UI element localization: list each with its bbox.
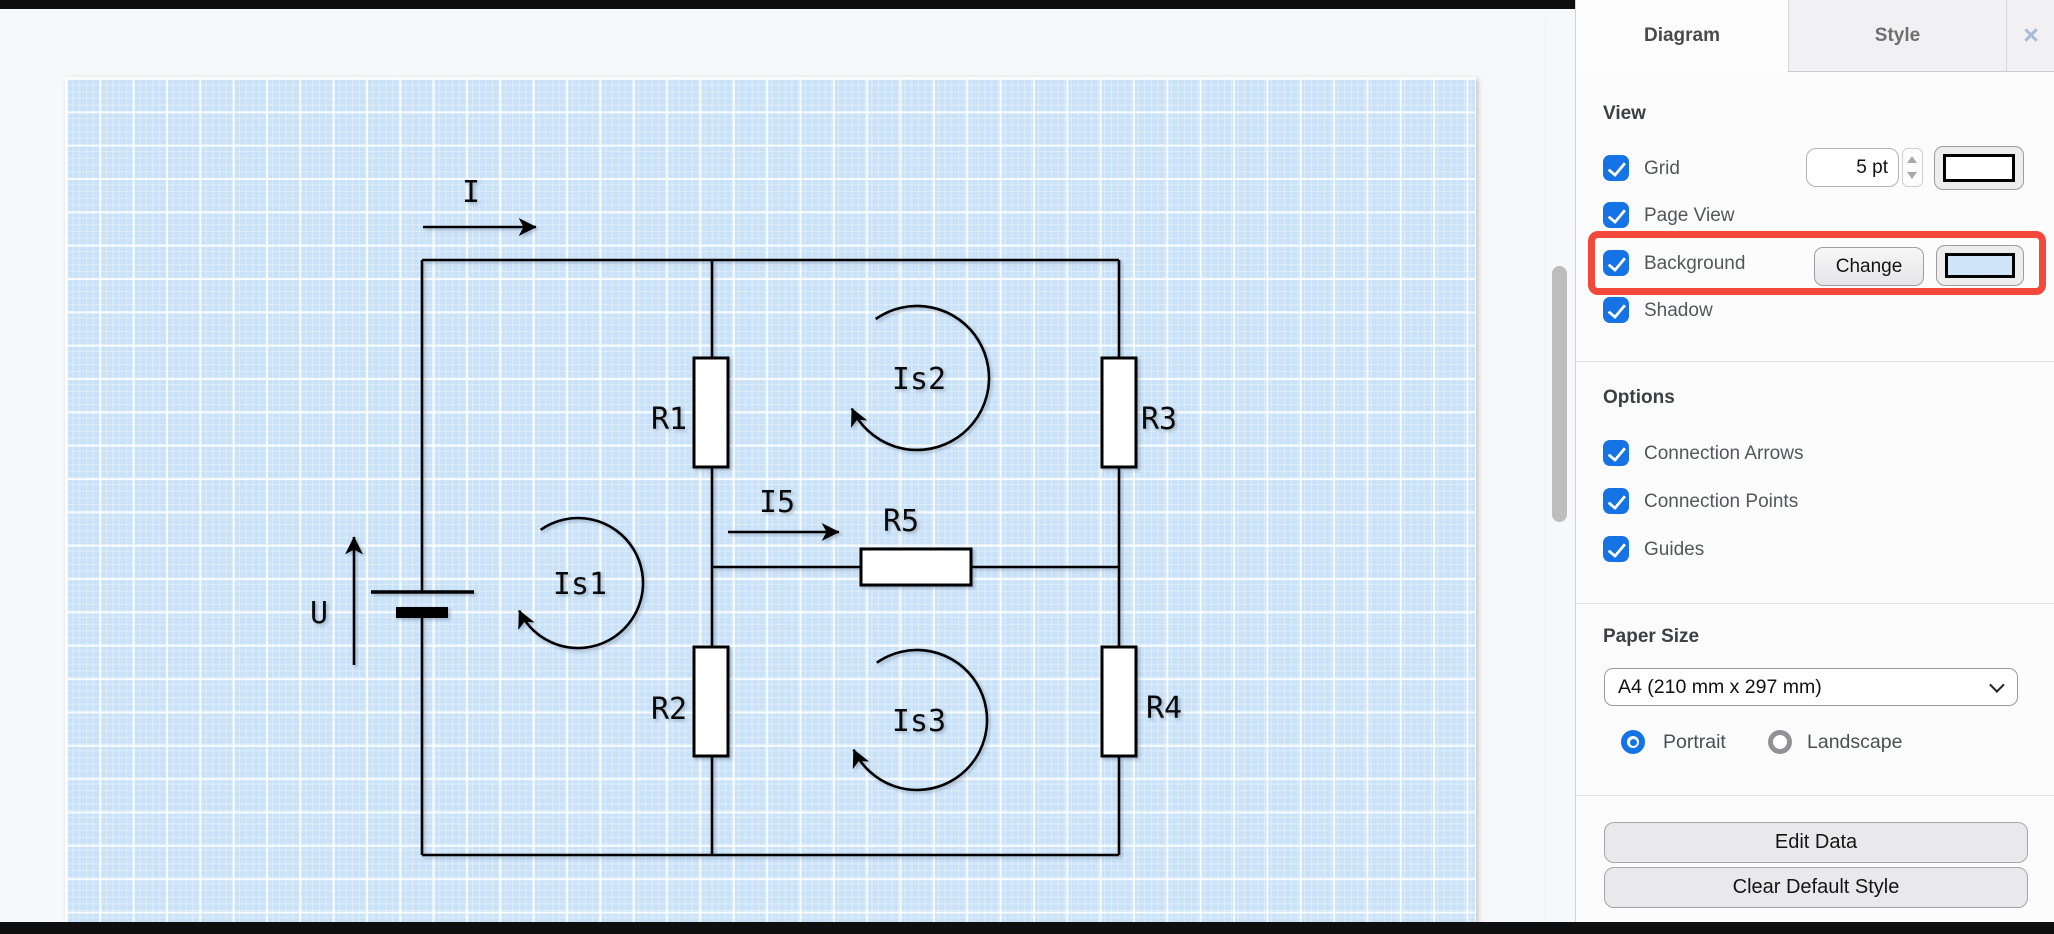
view-section-title: View bbox=[1603, 103, 1646, 124]
connection-points-label: Connection Points bbox=[1644, 491, 1799, 512]
section-divider bbox=[1576, 603, 2054, 604]
label-r4: R4 bbox=[1146, 691, 1182, 726]
tab-style[interactable]: Style bbox=[1788, 0, 2006, 72]
resistor-r4[interactable] bbox=[1100, 645, 1138, 758]
edit-data-button[interactable]: Edit Data bbox=[1604, 822, 2028, 863]
label-is2: Is2 bbox=[892, 362, 946, 397]
stepper-up-icon[interactable] bbox=[1907, 156, 1917, 163]
shadow-label: Shadow bbox=[1644, 300, 1713, 321]
connection-arrows-checkbox[interactable] bbox=[1603, 440, 1629, 466]
options-section-title: Options bbox=[1603, 387, 1675, 408]
stepper-down-icon[interactable] bbox=[1907, 172, 1917, 179]
vertical-scrollbar[interactable] bbox=[1552, 266, 1567, 522]
chevron-down-icon bbox=[1989, 677, 2005, 693]
portrait-radio[interactable] bbox=[1621, 730, 1645, 754]
page-view-label: Page View bbox=[1644, 205, 1735, 226]
label-r2: R2 bbox=[651, 692, 687, 727]
close-icon: × bbox=[2023, 20, 2039, 50]
label-voltage-u: U bbox=[310, 596, 328, 631]
panel-gutter-line bbox=[1545, 18, 1546, 931]
guides-label: Guides bbox=[1644, 539, 1705, 560]
orientation-radio-group: Portrait Landscape bbox=[1576, 728, 2054, 756]
battery-symbol[interactable] bbox=[371, 590, 474, 618]
guides-checkbox[interactable] bbox=[1603, 536, 1629, 562]
background-change-button[interactable]: Change bbox=[1814, 247, 1924, 286]
grid-size-stepper[interactable] bbox=[1902, 148, 1923, 187]
clear-default-style-button[interactable]: Clear Default Style bbox=[1604, 867, 2028, 908]
resistor-r1[interactable] bbox=[692, 356, 730, 469]
label-current-i5: I5 bbox=[759, 485, 795, 520]
grid-label: Grid bbox=[1644, 158, 1680, 179]
loop-arrow-is3[interactable] bbox=[852, 648, 989, 792]
section-divider bbox=[1576, 795, 2054, 796]
diagram-page[interactable]: I U I5 R1 R2 R3 R4 R5 Is1 Is2 Is3 bbox=[65, 77, 1476, 931]
background-color-swatch[interactable] bbox=[1936, 245, 2024, 286]
loop-arrow-is2[interactable] bbox=[850, 304, 991, 452]
label-r1: R1 bbox=[651, 402, 687, 437]
paper-size-select[interactable]: A4 (210 mm x 297 mm) bbox=[1604, 668, 2018, 706]
label-is1: Is1 bbox=[553, 567, 607, 602]
background-checkbox[interactable] bbox=[1603, 250, 1629, 276]
paper-size-section-title: Paper Size bbox=[1603, 626, 1700, 647]
resistors[interactable] bbox=[692, 356, 1138, 758]
landscape-label: Landscape bbox=[1807, 731, 1903, 753]
top-window-edge bbox=[0, 0, 1575, 9]
format-panel: Diagram Style × View Grid Page View Back… bbox=[1575, 0, 2054, 922]
label-r5: R5 bbox=[883, 504, 919, 539]
grid-color-swatch[interactable] bbox=[1934, 146, 2024, 190]
bottom-window-edge bbox=[0, 922, 2054, 934]
background-color-preview bbox=[1945, 253, 2015, 278]
connection-arrows-label: Connection Arrows bbox=[1644, 443, 1804, 464]
tab-diagram[interactable]: Diagram bbox=[1576, 0, 1788, 72]
grid-checkbox[interactable] bbox=[1603, 155, 1629, 181]
label-r3: R3 bbox=[1141, 402, 1177, 437]
landscape-radio[interactable] bbox=[1768, 730, 1792, 754]
circuit-wires[interactable] bbox=[420, 258, 1121, 857]
resistor-r2[interactable] bbox=[692, 645, 730, 758]
grid-size-input[interactable] bbox=[1806, 148, 1899, 187]
label-is3: Is3 bbox=[892, 704, 946, 739]
page-view-checkbox[interactable] bbox=[1603, 202, 1629, 228]
grid-color-preview bbox=[1943, 154, 2015, 182]
portrait-label: Portrait bbox=[1663, 731, 1726, 753]
loop-arrow-is1[interactable] bbox=[517, 516, 645, 650]
format-panel-tabbar: Diagram Style × bbox=[1576, 0, 2054, 72]
background-label: Background bbox=[1644, 253, 1746, 274]
connection-points-checkbox[interactable] bbox=[1603, 488, 1629, 514]
panel-close-button[interactable]: × bbox=[2006, 0, 2054, 72]
label-current-i: I bbox=[462, 175, 480, 210]
battery-short-plate[interactable] bbox=[396, 607, 448, 618]
circuit-diagram[interactable]: I U I5 R1 R2 R3 R4 R5 Is1 Is2 Is3 bbox=[66, 78, 1477, 932]
resistor-r5[interactable] bbox=[859, 547, 973, 587]
paper-size-selected-value: A4 (210 mm x 297 mm) bbox=[1618, 675, 1822, 698]
section-divider bbox=[1576, 361, 2054, 362]
resistor-r3[interactable] bbox=[1100, 356, 1138, 469]
shadow-checkbox[interactable] bbox=[1603, 297, 1629, 323]
drawing-canvas-area[interactable]: I U I5 R1 R2 R3 R4 R5 Is1 Is2 Is3 bbox=[0, 9, 1575, 931]
